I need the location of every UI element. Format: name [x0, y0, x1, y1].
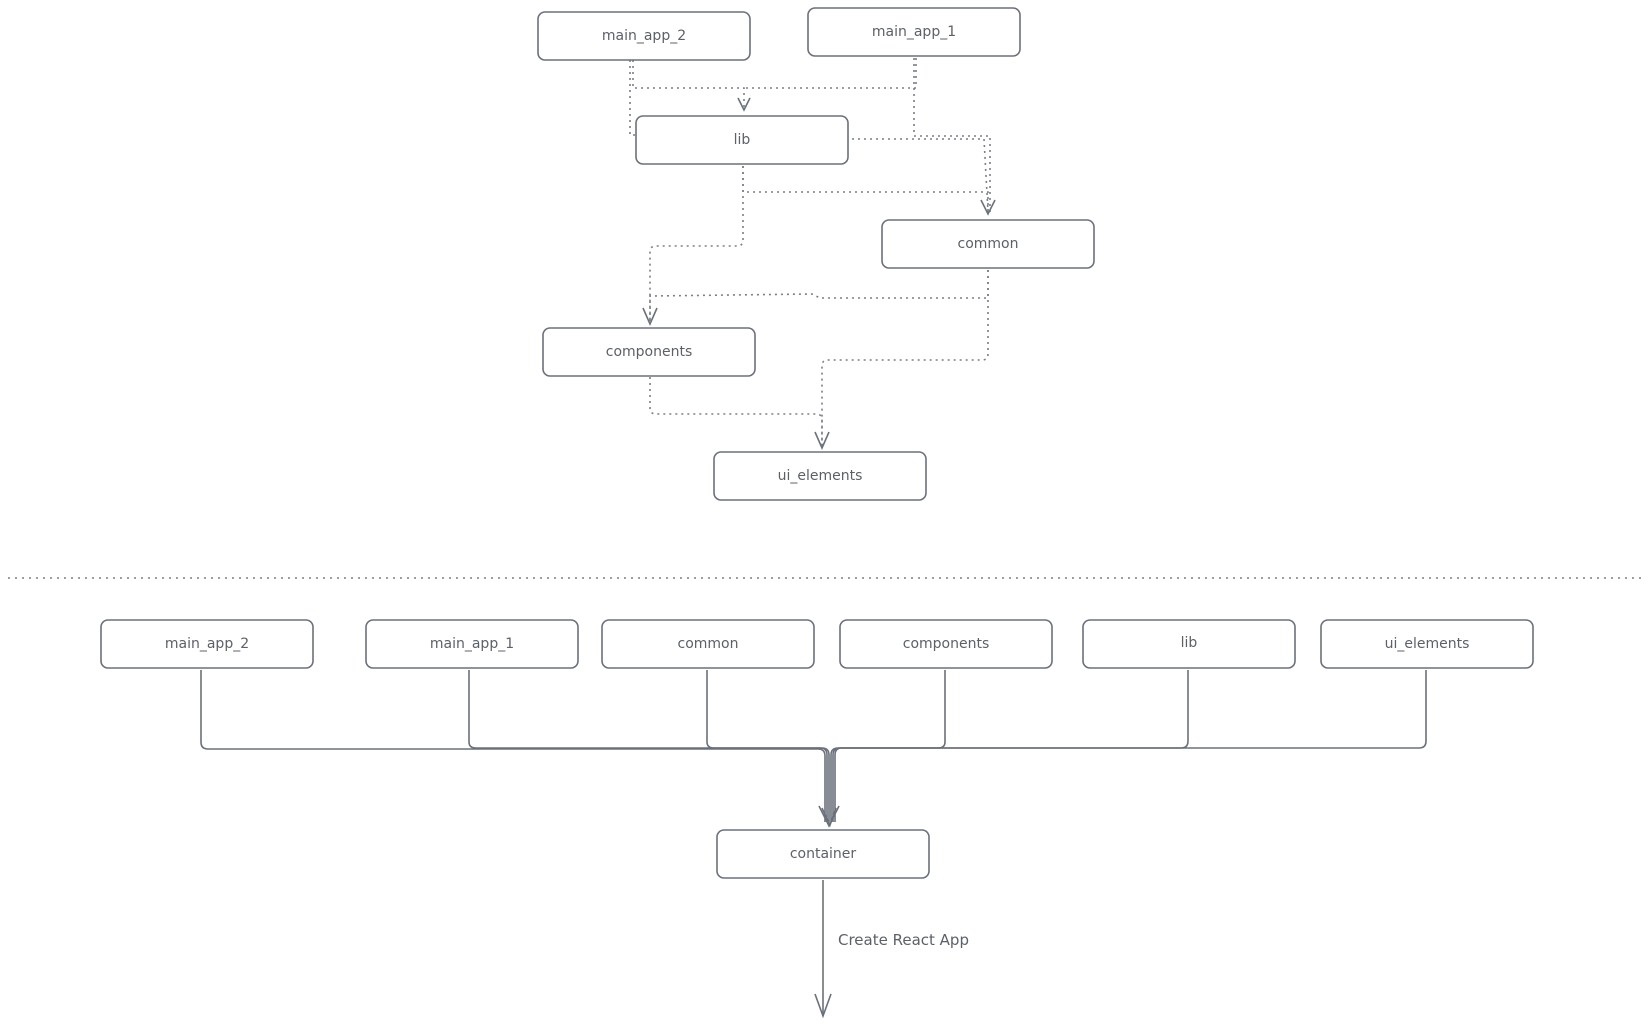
- edge-main-app-1-to-common: [913, 58, 991, 212]
- create-react-app-label: Create React App: [838, 931, 969, 949]
- arrowhead-into-common: [980, 199, 996, 216]
- bottom-node-lib-label: lib: [1181, 635, 1198, 651]
- bottom-node-container: container: [716, 829, 930, 879]
- edge-lib-to-container: [832, 670, 1189, 822]
- top-node-main-app-2: main_app_2: [537, 11, 751, 61]
- top-node-ui-elements: ui_elements: [713, 451, 927, 501]
- edge-lib-to-components: [649, 166, 744, 322]
- top-node-ui-elements-label: ui_elements: [778, 468, 863, 484]
- bottom-node-lib: lib: [1082, 619, 1296, 669]
- edge-main-app-2-to-container: [200, 670, 826, 822]
- edge-main-app-1-to-lib: [744, 58, 917, 89]
- bottom-node-main-app-2-label: main_app_2: [165, 636, 249, 652]
- arrowhead-into-container-2: [821, 807, 837, 828]
- top-dependency-edges: [629, 58, 991, 446]
- top-node-main-app-1: main_app_1: [807, 7, 1021, 57]
- arrowhead-into-lib: [737, 97, 751, 112]
- bottom-node-ui-elements-label: ui_elements: [1385, 636, 1470, 652]
- arrowhead-into-components: [642, 307, 658, 326]
- edge-components-to-ui-elements: [649, 377, 823, 446]
- bottom-node-common: common: [601, 619, 815, 669]
- edge-components-to-container: [830, 670, 946, 822]
- arrowhead-into-container: [818, 805, 840, 828]
- bottom-node-main-app-2: main_app_2: [100, 619, 314, 669]
- edge-lib-to-common-bottom: [742, 166, 989, 212]
- edge-common-to-ui-elements: [821, 270, 989, 446]
- edge-common-to-container: [706, 670, 830, 822]
- top-node-main-app-2-label: main_app_2: [602, 28, 686, 44]
- arrowhead-into-ui-elements: [814, 431, 830, 450]
- top-node-lib-label: lib: [734, 132, 751, 148]
- arrowhead-output: [814, 993, 832, 1019]
- edge-main-app-2-to-lib: [632, 60, 745, 108]
- top-node-lib: lib: [635, 115, 849, 165]
- edge-ui-elements-to-container: [834, 670, 1427, 822]
- bottom-node-main-app-1-label: main_app_1: [430, 636, 514, 652]
- bottom-node-main-app-1: main_app_1: [365, 619, 579, 669]
- bottom-node-ui-elements: ui_elements: [1320, 619, 1534, 669]
- bottom-node-container-label: container: [790, 846, 857, 862]
- top-node-components: components: [542, 327, 756, 377]
- edge-lib-to-common-right: [852, 138, 989, 213]
- top-node-common: common: [881, 219, 1095, 269]
- edge-common-to-components: [649, 270, 989, 322]
- bottom-node-components-label: components: [903, 636, 990, 652]
- top-node-main-app-1-label: main_app_1: [872, 24, 956, 40]
- edge-main-app-1-to-container: [468, 670, 828, 822]
- bottom-node-components: components: [839, 619, 1053, 669]
- top-node-components-label: components: [606, 344, 693, 360]
- bottom-edges: [200, 670, 1427, 828]
- top-arrowheads: [642, 97, 996, 450]
- top-node-common-label: common: [958, 236, 1019, 252]
- edge-main-app-2-left-drop: [629, 60, 636, 136]
- output-edge: Create React App: [814, 880, 969, 1019]
- bottom-node-common-label: common: [678, 636, 739, 652]
